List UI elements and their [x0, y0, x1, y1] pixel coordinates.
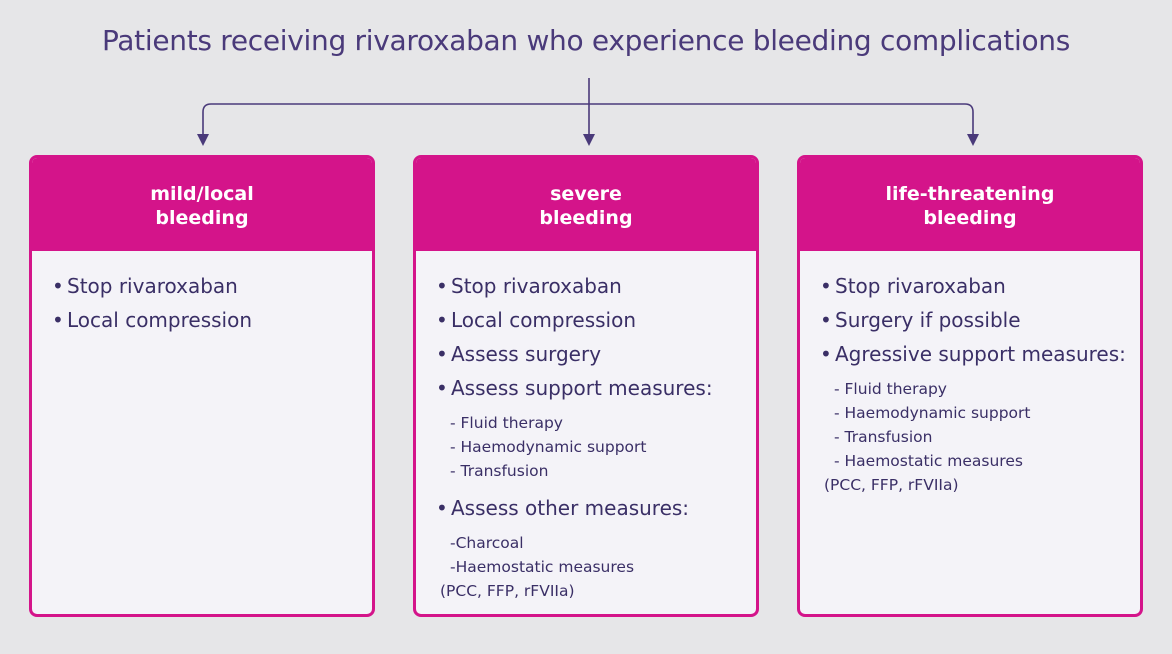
- sub-item: - Fluid therapy: [450, 414, 563, 432]
- sub-item: - Transfusion: [834, 428, 933, 446]
- diagram-title: Patients receiving rivaroxaban who exper…: [101, 24, 1071, 57]
- arrow-down-icon: [967, 134, 979, 146]
- header-line: life-threatening: [885, 182, 1055, 205]
- sub-item: - Haemodynamic support: [834, 404, 1031, 422]
- sub-list: - Fluid therapy - Haemodynamic support -…: [820, 377, 1140, 497]
- sub-item: - Haemostatic measures: [834, 452, 1023, 470]
- sub-item: -Charcoal: [450, 534, 524, 552]
- sub-list: - Fluid therapy - Haemodynamic support -…: [436, 411, 756, 483]
- list-item: •Assess other measures:: [436, 496, 690, 520]
- arrow-down-icon: [197, 134, 209, 146]
- connector-horizontal-line: [202, 103, 974, 136]
- list-item: •Agressive support measures:: [820, 342, 1126, 366]
- card-mild-bleeding: mild/local bleeding •Stop rivaroxaban •L…: [29, 155, 375, 617]
- sub-item: (PCC, FFP, rFVIIa): [440, 582, 575, 600]
- card-life-threatening-bleeding: life-threatening bleeding •Stop rivaroxa…: [797, 155, 1143, 617]
- sub-item: - Fluid therapy: [834, 380, 947, 398]
- arrow-down-icon: [583, 134, 595, 146]
- list-item: •Stop rivaroxaban: [820, 274, 1006, 298]
- header-line: mild/local: [150, 182, 254, 205]
- sub-list: -Charcoal -Haemostatic measures (PCC, FF…: [436, 531, 756, 603]
- sub-item: -Haemostatic measures: [450, 558, 635, 576]
- list-item: •Assess support measures:: [436, 376, 713, 400]
- flow-connectors: [197, 78, 979, 146]
- card-body: •Stop rivaroxaban •Local compression •As…: [416, 251, 756, 603]
- list-item: •Surgery if possible: [820, 308, 1021, 332]
- card-body: •Stop rivaroxaban •Local compression: [32, 251, 372, 337]
- list-item: •Assess surgery: [436, 342, 602, 366]
- sub-item: - Transfusion: [450, 462, 549, 480]
- header-line: bleeding: [155, 206, 249, 229]
- sub-item: - Haemodynamic support: [450, 438, 647, 456]
- card-body: •Stop rivaroxaban •Surgery if possible •…: [800, 251, 1140, 497]
- list-item: •Local compression: [52, 308, 252, 332]
- sub-item: (PCC, FFP, rFVIIa): [824, 476, 959, 494]
- card-header: mild/local bleeding: [32, 158, 372, 251]
- card-severe-bleeding: severe bleeding •Stop rivaroxaban •Local…: [413, 155, 759, 617]
- header-line: bleeding: [923, 206, 1017, 229]
- header-line: bleeding: [539, 206, 633, 229]
- list-item: •Stop rivaroxaban: [52, 274, 238, 298]
- card-header: life-threatening bleeding: [800, 158, 1140, 251]
- list-item: •Stop rivaroxaban: [436, 274, 622, 298]
- header-line: severe: [550, 182, 622, 205]
- card-header: severe bleeding: [416, 158, 756, 251]
- list-item: •Local compression: [436, 308, 636, 332]
